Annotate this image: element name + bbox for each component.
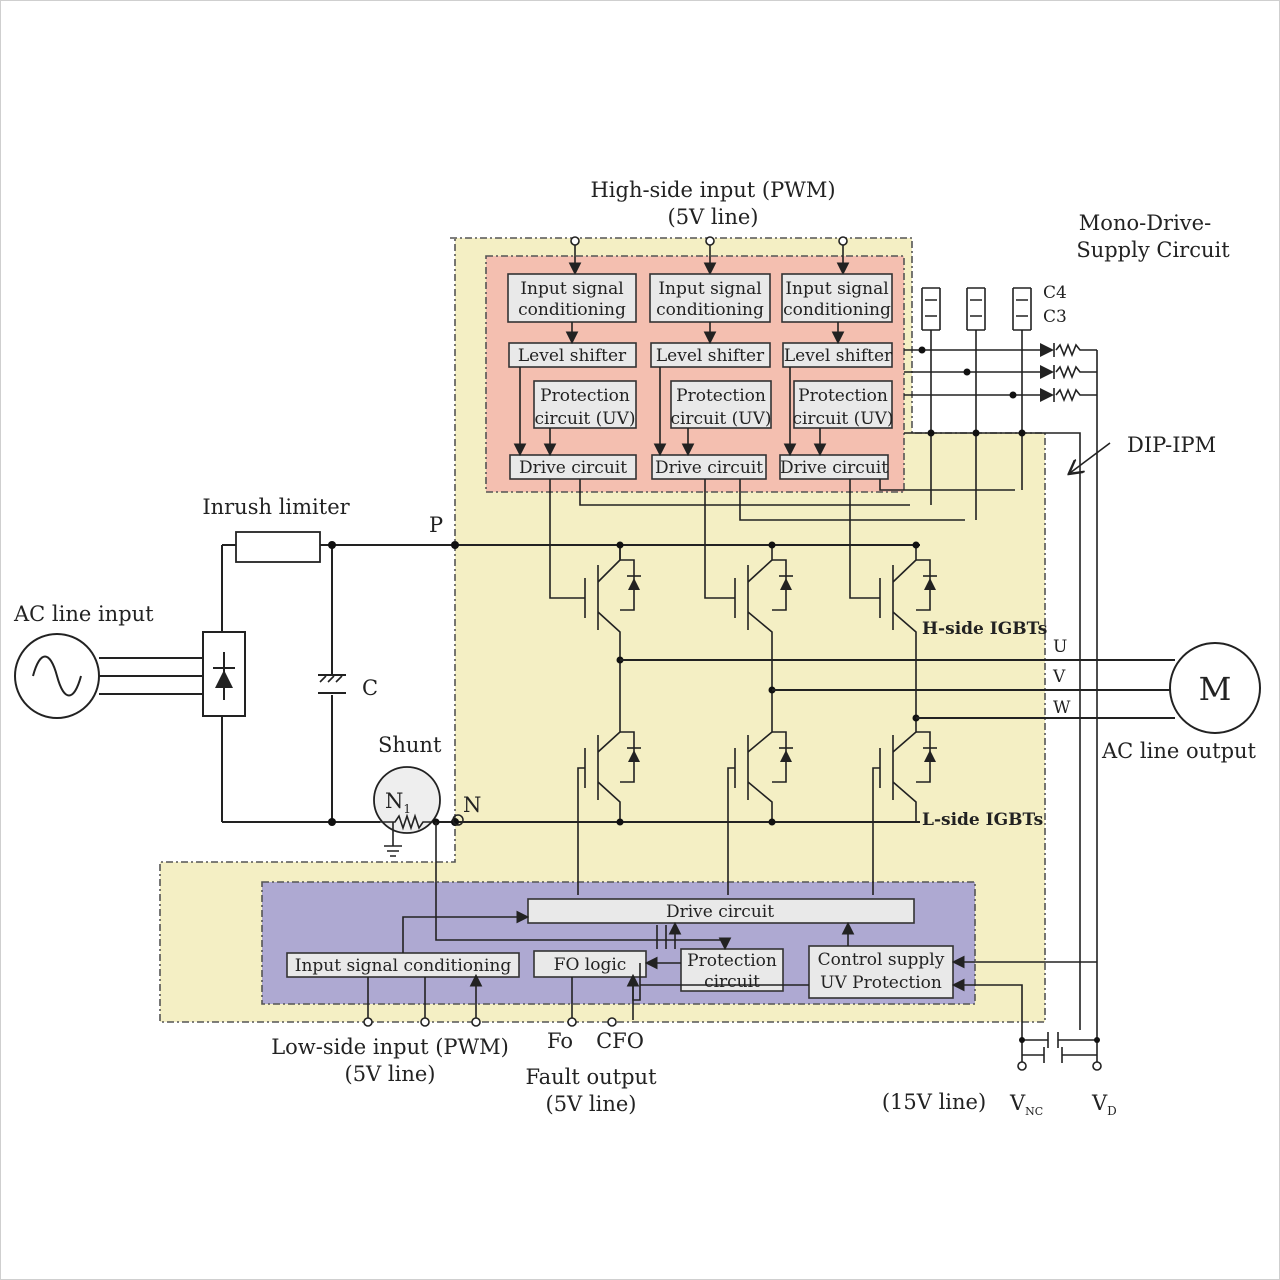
l-side-igbt-w [872,714,937,895]
svg-text:Drive circuit: Drive circuit [519,458,627,478]
svg-text:Drive circuit: Drive circuit [780,458,888,478]
mono-drive-label: Mono-Drive- [1079,211,1211,235]
low-input-signal-label: Input signal conditioning [295,956,512,976]
n-terminal-label: N [463,793,481,817]
ac-line-input-label: AC line input [13,602,154,626]
svg-text:circuit (UV): circuit (UV) [670,409,771,429]
low-side-input-label: Low-side input (PWM) [271,1035,509,1059]
fault-output-sublabel: (5V line) [546,1092,637,1116]
svg-text:Input signal: Input signal [785,279,888,299]
dc-bus [221,541,920,826]
low-side-terminals [363,1017,617,1027]
supply-terminals [1017,1032,1102,1071]
mono-drive-sublabel: Supply Circuit [1076,238,1230,262]
fault-output-label: Fault output [525,1065,657,1089]
svg-text:Level shifter: Level shifter [784,346,893,366]
h-side-igbt-v [734,541,793,690]
high-side-channel-u: Input signal conditioning Level shifter … [507,273,637,480]
shunt-resistor [373,766,441,857]
high-side-gate-wires [549,479,1015,599]
svg-text:conditioning: conditioning [518,300,626,320]
control-supply-label: Control supply [818,950,945,970]
h-side-igbt-w [879,541,937,718]
l-side-igbts-label: L-side IGBTs [922,810,1043,830]
low-side-wiring [367,822,1097,1062]
svg-text:conditioning: conditioning [783,300,891,320]
dip-ipm-pointer [1070,442,1111,473]
low-protection-sublabel: circuit [704,972,760,992]
dip-ipm-label: DIP-IPM [1127,433,1216,457]
p-terminal-label: P [429,513,443,537]
h-side-igbts-label: H-side IGBTs [922,619,1047,639]
high-side-input-sublabel: (5V line) [668,205,759,229]
fo-terminal-label: Fo [547,1029,573,1053]
c4-label: C4 [1043,283,1067,303]
high-side-channel-w: Input signal conditioning Level shifter … [779,273,894,480]
vd-terminal-label: VD [1091,1091,1117,1118]
v-phase-label: V [1052,667,1066,687]
bootstrap-supply-circuit [904,287,1098,1062]
l-side-igbt-v [727,686,793,895]
motor-label: M [1199,670,1232,708]
phase-outputs [620,642,1261,734]
c3-label: C3 [1043,307,1067,327]
svg-text:Protection: Protection [798,386,888,406]
svg-text:circuit (UV): circuit (UV) [534,409,635,429]
inrush-limiter-resistor [235,531,321,563]
svg-text:Level shifter: Level shifter [518,346,627,366]
high-side-input-terminals [568,236,850,276]
control-supply-sublabel: UV Protection [820,973,942,993]
svg-text:conditioning: conditioning [656,300,764,320]
u-phase-label: U [1053,637,1067,657]
ac-line-output-label: AC line output [1101,739,1257,763]
fo-logic-label: FO logic [554,955,627,975]
capacitor-label: C [362,676,378,700]
inrush-limiter-label: Inrush limiter [202,495,350,519]
shunt-label: Shunt [378,733,442,757]
vnc-terminal-label: VNC [1009,1091,1043,1118]
low-drive-circuit-label: Drive circuit [666,902,774,922]
low-side-input-sublabel: (5V line) [345,1062,436,1086]
svg-text:Input signal: Input signal [520,279,623,299]
n1-label: N1 [385,789,411,816]
cfo-terminal-label: CFO [596,1029,644,1053]
h-side-igbt-u [584,541,641,660]
15v-line-label: (15V line) [882,1090,986,1114]
ac-source [14,633,203,719]
svg-text:circuit (UV): circuit (UV) [792,409,893,429]
smoothing-capacitor [318,674,346,694]
svg-text:Drive circuit: Drive circuit [655,458,763,478]
rectifier-bridge [202,622,246,726]
svg-text:Level shifter: Level shifter [656,346,765,366]
l-side-igbt-u [577,656,641,895]
low-side-blocks [286,898,954,999]
svg-text:Protection: Protection [540,386,630,406]
high-side-channel-v: Input signal conditioning Level shifter … [649,273,772,480]
high-side-input-label: High-side input (PWM) [590,178,835,202]
svg-text:Protection: Protection [676,386,766,406]
w-phase-label: W [1053,698,1071,718]
low-protection-label: Protection [687,951,777,971]
svg-text:Input signal: Input signal [658,279,761,299]
